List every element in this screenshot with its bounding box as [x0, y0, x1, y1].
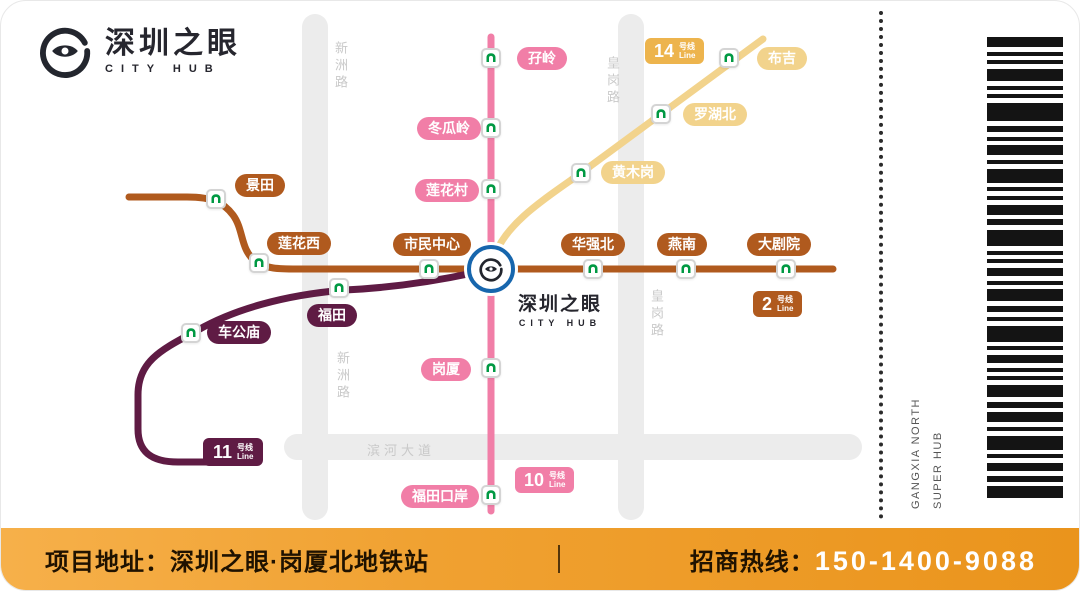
footer-divider	[558, 545, 561, 573]
hub-subtitle: CITY HUB	[518, 318, 602, 328]
barcode	[987, 37, 1063, 499]
station-marker-futiankouan	[481, 485, 501, 505]
station-marker-maling	[481, 48, 501, 68]
metro-icon	[210, 193, 222, 205]
station-label-huaqiangbei: 华强北	[561, 233, 625, 257]
hub-label: 深圳之眼 CITY HUB	[504, 289, 616, 328]
station-label-futian: 福田	[307, 304, 357, 328]
station-label-huangmugang: 黄木岗	[601, 161, 665, 185]
road-label-xinzhou-top: 新洲路	[333, 41, 348, 92]
metro-icon	[780, 263, 792, 275]
station-label-gangxia: 岗厦	[421, 358, 471, 382]
line11-number: 11	[213, 442, 233, 463]
station-marker-dajuyuan	[776, 259, 796, 279]
metro-icon	[485, 183, 497, 195]
metro-icon	[655, 108, 667, 120]
road-label-huanggang-mid: 皇岗路	[649, 289, 664, 340]
station-label-maling: 孖岭	[517, 47, 567, 71]
station-label-lianhuaxi: 莲花西	[267, 232, 331, 256]
station-label-futiankouan: 福田口岸	[401, 485, 479, 509]
hotline-number: 150-1400-9088	[814, 545, 1037, 576]
station-label-lianhuacun: 莲花村	[415, 179, 479, 203]
address-label: 项目地址：	[45, 548, 170, 576]
station-marker-futian	[329, 278, 349, 298]
station-marker-buji	[719, 48, 739, 68]
station-marker-jingtian	[206, 189, 226, 209]
station-label-chegongmiao: 车公庙	[207, 321, 271, 345]
metro-icon	[723, 52, 735, 64]
metro-icon	[485, 122, 497, 134]
station-label-luohubei: 罗湖北	[683, 103, 747, 127]
station-label-donggualing: 冬瓜岭	[417, 117, 481, 141]
hub-title: 深圳之眼	[517, 294, 602, 315]
line10-number: 10	[524, 470, 545, 491]
station-marker-huangmugang	[571, 163, 591, 183]
brand-title: 深圳之眼	[105, 27, 241, 60]
metro-icon	[485, 362, 497, 374]
road-label-xinzhou-bottom: 新洲路	[335, 351, 350, 402]
metro-icon	[485, 489, 497, 501]
metro-icon	[680, 263, 692, 275]
city-hub-eye-icon	[37, 23, 93, 79]
station-marker-yannan	[676, 259, 696, 279]
metro-icon	[587, 263, 599, 275]
station-marker-lianhuacun	[481, 179, 501, 199]
road-label-binhe: 滨河大道	[367, 443, 436, 458]
station-marker-luohubei	[651, 104, 671, 124]
hotline: 招商热线：150-1400-9088	[690, 542, 1037, 577]
brand-logo: 深圳之眼 CITY HUB	[37, 23, 241, 79]
station-label-jingtian: 景田	[235, 174, 285, 198]
stub-text-line2: SUPER HUB	[932, 431, 944, 509]
project-address: 项目地址：深圳之眼·岗厦北地铁站	[45, 542, 429, 577]
station-label-shiminzhongxin: 市民中心	[393, 233, 471, 257]
footer-bar: 项目地址：深圳之眼·岗厦北地铁站 招商热线：150-1400-9088	[1, 528, 1079, 590]
brand-logo-text: 深圳之眼 CITY HUB	[105, 27, 241, 75]
hotline-label: 招商热线：	[689, 548, 815, 576]
station-marker-lianhuaxi	[249, 253, 269, 273]
brand-subtitle: CITY HUB	[105, 63, 221, 75]
city-hub-eye-icon	[478, 256, 504, 282]
station-label-buji: 布吉	[757, 47, 807, 71]
address-value: 深圳之眼·岗厦北地铁站	[170, 548, 429, 576]
station-label-dajuyuan: 大剧院	[747, 233, 811, 257]
station-label-yannan: 燕南	[657, 233, 707, 257]
road-label-huanggang-top: 皇岗路	[605, 56, 620, 107]
station-marker-gangxia	[481, 358, 501, 378]
station-marker-huaqiangbei	[583, 259, 603, 279]
stub-text-line1: GANGXIA NORTH	[910, 398, 922, 509]
metro-icon	[333, 282, 345, 294]
hub-marker-gangxiabei	[467, 245, 515, 293]
station-marker-chegongmiao	[181, 323, 201, 343]
metro-icon	[253, 257, 265, 269]
perforation-dotted-line	[879, 11, 883, 519]
station-marker-donggualing	[481, 118, 501, 138]
station-marker-shiminzhongxin	[419, 259, 439, 279]
stub-vertical-text: GANGXIA NORTH SUPER HUB	[905, 387, 949, 509]
metro-icon	[423, 263, 435, 275]
metro-icon	[185, 327, 197, 339]
metro-icon	[485, 52, 497, 64]
line14-number: 14	[654, 41, 675, 62]
metro-icon	[575, 167, 587, 179]
line2-number: 2	[762, 294, 773, 315]
